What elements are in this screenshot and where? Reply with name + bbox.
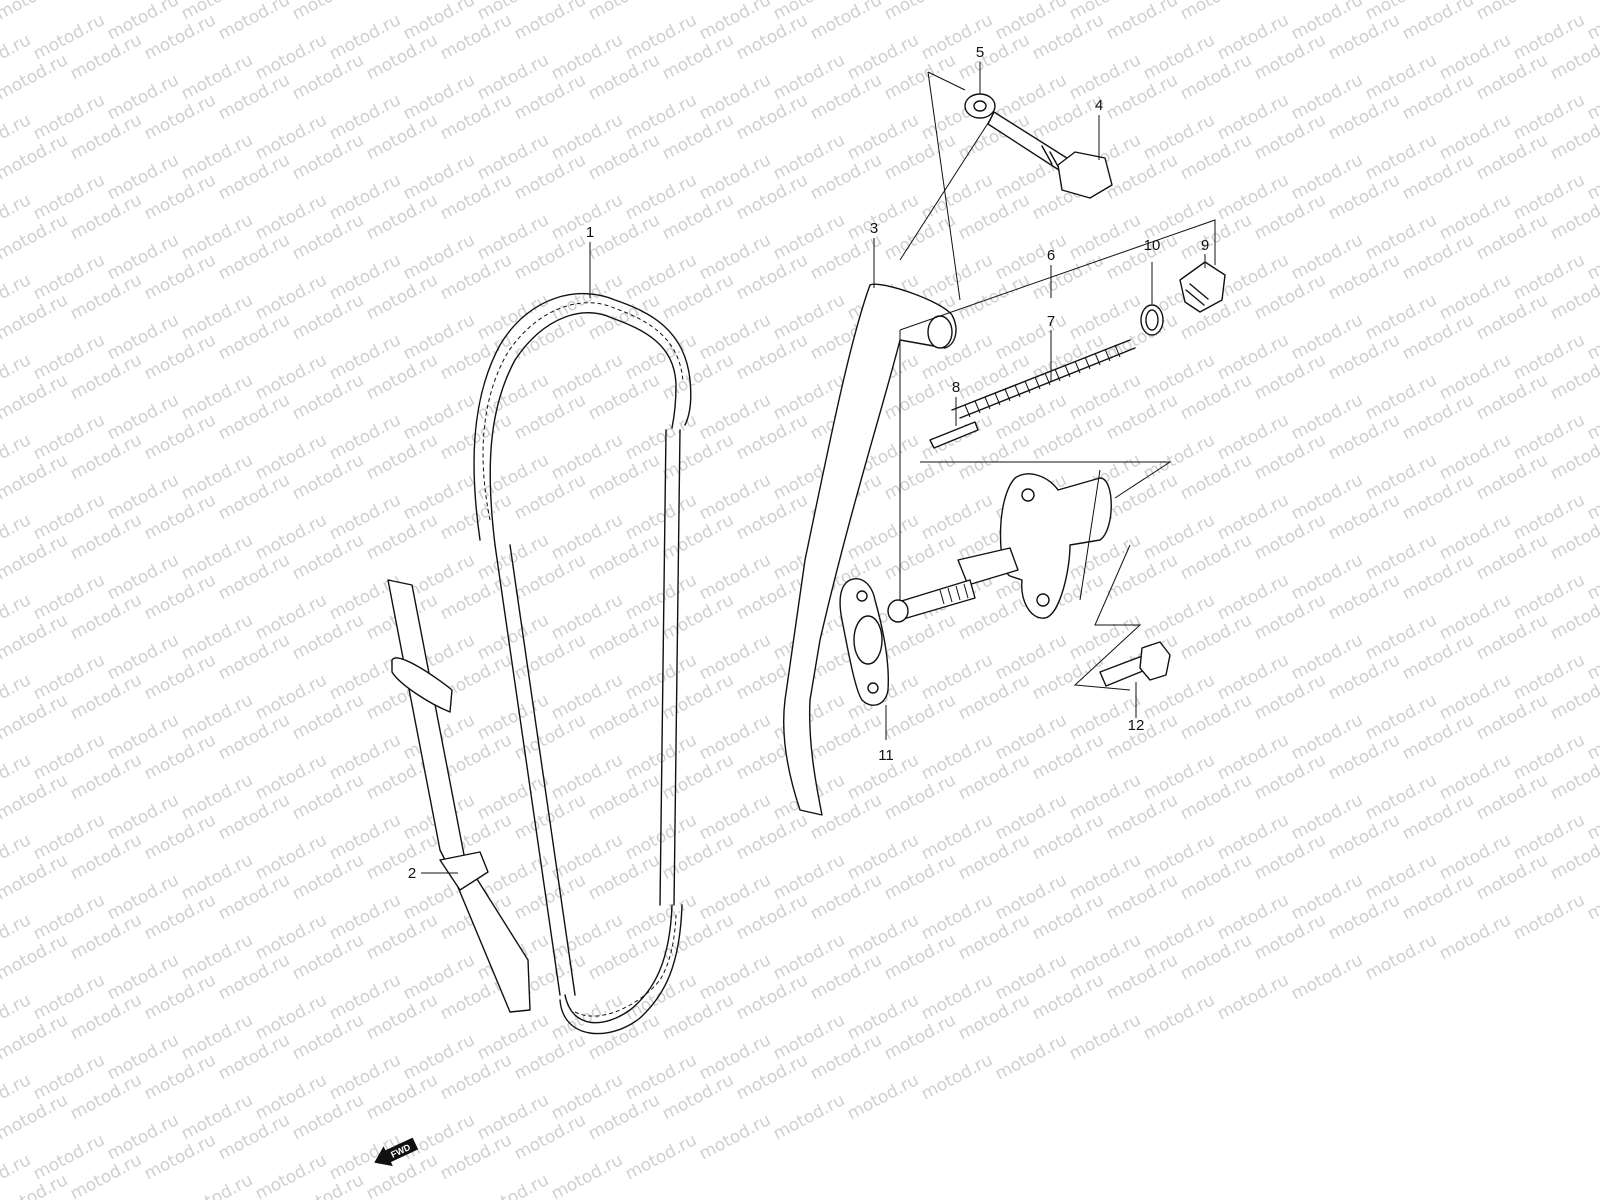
- callout-10: 10: [1144, 237, 1161, 254]
- callout-2: 2: [408, 865, 416, 882]
- plug-bolt: [1179, 261, 1226, 313]
- callout-5: 5: [976, 44, 984, 61]
- callout-12: 12: [1128, 717, 1145, 734]
- tensioner-bolt: [987, 111, 1113, 199]
- callout-3: 3: [870, 220, 878, 237]
- cam-chain: [473, 292, 692, 1035]
- callout-8: 8: [952, 379, 960, 396]
- fwd-arrow-icon: FWD: [374, 1137, 419, 1167]
- assembly-lines: [899, 71, 1216, 691]
- chain-guide: [387, 579, 531, 1013]
- gasket: [839, 578, 890, 706]
- callout-11: 11: [878, 747, 894, 764]
- tensioner-spring: [951, 339, 1136, 419]
- callout-7: 7: [1047, 313, 1055, 330]
- callout-1: 1: [586, 224, 594, 241]
- tensioner-body: [887, 473, 1112, 623]
- callout-leaders: [421, 62, 1206, 874]
- o-ring: [1140, 304, 1164, 336]
- tensioner-arm: [782, 283, 957, 816]
- pin: [929, 421, 979, 449]
- washer: [964, 93, 996, 119]
- mount-bolt: [1099, 641, 1171, 687]
- callout-4: 4: [1095, 97, 1103, 114]
- callout-9: 9: [1201, 237, 1209, 254]
- callout-6: 6: [1047, 247, 1055, 264]
- callout-labels: 1 2 3 4 5 6 7 8 9 10 11 12: [408, 44, 1209, 882]
